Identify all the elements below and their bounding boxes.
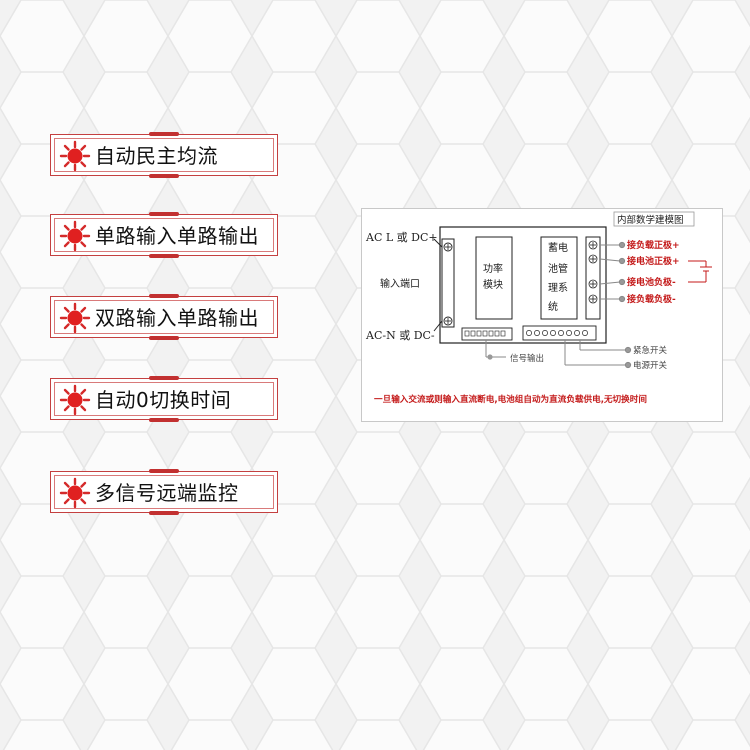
internal-model-diagram: 内部数学建模图 AC L 或 DC+ 输入端口 AC-N 或 DC- 功率 模块… bbox=[361, 208, 723, 422]
feature-badge-single-in-single-out: 单路输入单路输出 bbox=[50, 212, 278, 258]
feature-badge-remote-monitoring: 多信号远端监控 bbox=[50, 469, 278, 515]
output-label-load-negative: 接负载负极- bbox=[627, 293, 676, 305]
badge-bottom-tab bbox=[149, 418, 179, 422]
diagram-title: 内部数学建模图 bbox=[617, 214, 684, 226]
emergency-switch-label: 紧急开关 bbox=[633, 345, 668, 356]
feature-label: 双路输入单路输出 bbox=[95, 306, 259, 330]
battery-symbol-icon bbox=[688, 260, 712, 283]
feature-label: 单路输入单路输出 bbox=[95, 224, 259, 248]
power-switch-label: 电源开关 bbox=[633, 360, 668, 371]
red-sun-icon bbox=[59, 140, 91, 172]
badge-bottom-tab bbox=[149, 511, 179, 515]
badge-top-tab bbox=[149, 376, 179, 380]
battery-management-box bbox=[540, 236, 578, 320]
badge-top-tab bbox=[149, 294, 179, 298]
red-sun-icon bbox=[59, 477, 91, 509]
badge-top-tab bbox=[149, 469, 179, 473]
red-sun-icon bbox=[59, 302, 91, 334]
diagram-note: 一旦输入交流或则输入直流断电,电池组自动为直流负载供电,无切换时间 bbox=[374, 393, 647, 405]
input-top-label: AC L 或 DC+ bbox=[365, 231, 438, 244]
input-port-label: 输入端口 bbox=[380, 277, 420, 290]
output-label-battery-positive: 接电池正极+ bbox=[627, 255, 680, 267]
diagram-canvas: 内部数学建模图 AC L 或 DC+ 输入端口 AC-N 或 DC- 功率 模块… bbox=[365, 211, 712, 405]
badge-top-tab bbox=[149, 212, 179, 216]
signal-output-label: 信号输出 bbox=[510, 353, 544, 364]
feature-label: 多信号远端监控 bbox=[95, 481, 239, 505]
output-label-battery-negative: 接电池负极- bbox=[627, 276, 676, 288]
badge-top-tab bbox=[149, 132, 179, 136]
diagram-title-box bbox=[613, 211, 695, 227]
feature-badge-zero-switch-time: 自动0切换时间 bbox=[50, 376, 278, 422]
bms-label-4: 统 bbox=[548, 300, 558, 313]
input-bottom-label: AC-N 或 DC- bbox=[365, 329, 435, 342]
feature-badge-current-sharing: 自动民主均流 bbox=[50, 132, 278, 178]
bms-label-3: 理系 bbox=[548, 282, 568, 294]
badge-bottom-tab bbox=[149, 174, 179, 178]
power-module-box bbox=[475, 236, 513, 320]
output-label-load-positive: 接负载正极+ bbox=[627, 239, 680, 251]
feature-badge-dual-in-single-out: 双路输入单路输出 bbox=[50, 294, 278, 340]
unit-enclosure bbox=[439, 226, 607, 344]
badge-bottom-tab bbox=[149, 336, 179, 340]
feature-label: 自动民主均流 bbox=[95, 144, 218, 168]
bms-label-1: 蓄电 bbox=[548, 241, 568, 254]
badge-bottom-tab bbox=[149, 254, 179, 258]
input-terminal-strip bbox=[441, 238, 455, 328]
power-module-label-2: 模块 bbox=[483, 279, 503, 291]
red-sun-icon bbox=[59, 220, 91, 252]
bms-label-2: 池管 bbox=[548, 262, 568, 275]
red-sun-icon bbox=[59, 384, 91, 416]
power-module-label-1: 功率 bbox=[483, 262, 503, 275]
feature-label: 自动0切换时间 bbox=[95, 388, 232, 412]
